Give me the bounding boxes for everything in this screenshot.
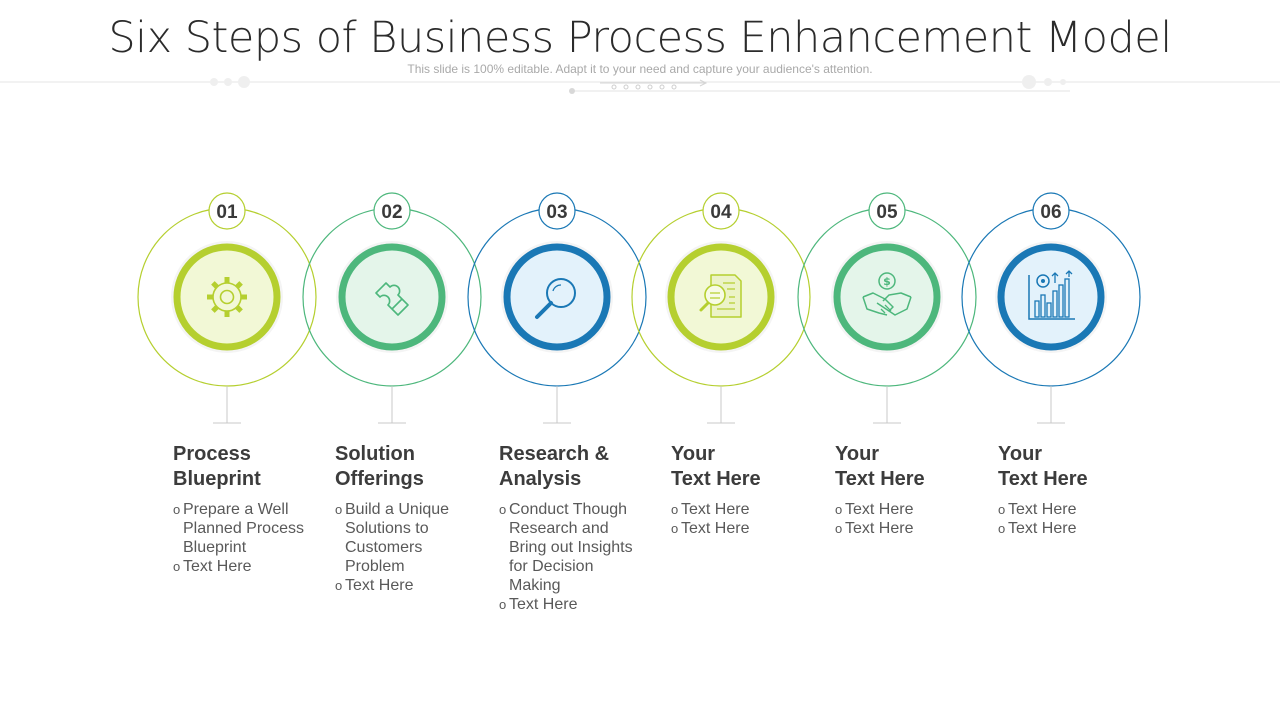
- bullet-item: Text Here: [835, 519, 975, 538]
- step-title-line: Your: [671, 443, 716, 465]
- step-6: 06: [961, 192, 1141, 424]
- gear-icon: [207, 277, 247, 317]
- bullet-item: Text Here: [671, 500, 811, 519]
- bullet-item: Text Here: [173, 557, 313, 576]
- step-title-line: Research &: [499, 443, 610, 465]
- step-title-line: Analysis: [499, 468, 582, 490]
- icon-ring: [503, 243, 611, 351]
- bullet-item: Text Here: [998, 500, 1138, 519]
- step-number: 01: [216, 202, 238, 223]
- step-title-line: Text Here: [671, 468, 761, 490]
- svg-text:$: $: [883, 275, 891, 288]
- step-3: 03: [467, 192, 647, 424]
- bullet-item: Text Here: [499, 595, 639, 614]
- steps-diagram: 01 02 03 04 $05 06: [137, 192, 1141, 424]
- bullet-item: Text Here: [835, 500, 975, 519]
- step-bullets: Prepare a Well Planned Process Blueprint…: [173, 500, 313, 576]
- handshake-icon: $: [862, 272, 912, 316]
- bullet-item: Text Here: [671, 519, 811, 538]
- step-bullets: Conduct Though Research and Bring out In…: [499, 500, 639, 614]
- step-1: 01: [137, 192, 317, 424]
- number-badge: [538, 192, 576, 230]
- step-title-line: Offerings: [335, 468, 424, 490]
- puzzle-icon: [375, 282, 409, 316]
- number-badge: [868, 192, 906, 230]
- analytics-chart-icon: [1028, 270, 1075, 320]
- step-title-line: Solution: [335, 443, 415, 465]
- step-number: 04: [710, 202, 732, 223]
- document-search-icon: [699, 274, 742, 318]
- step-number: 06: [1040, 202, 1061, 223]
- bullet-item: Text Here: [998, 519, 1138, 538]
- step-title-line: Blueprint: [173, 468, 261, 490]
- number-badge: [373, 192, 411, 230]
- bullet-item: Build a Unique Solutions to Customers Pr…: [335, 500, 475, 576]
- step-title-line: Text Here: [998, 468, 1088, 490]
- step-title: Research & Analysis: [499, 442, 669, 492]
- step-2: 02: [302, 192, 482, 424]
- step-number: 05: [876, 202, 898, 223]
- icon-ring: [997, 243, 1105, 351]
- step-bullets: Build a Unique Solutions to Customers Pr…: [335, 500, 475, 595]
- slide-title: Six Steps of Business Process Enhancemen…: [108, 13, 1172, 63]
- magnifier-icon: [535, 278, 576, 319]
- step-5: $05: [797, 192, 977, 424]
- bullet-item: Text Here: [335, 576, 475, 595]
- step-title-line: Text Here: [835, 468, 925, 490]
- bullet-item: Prepare a Well Planned Process Blueprint: [173, 500, 313, 557]
- step-title-line: Your: [998, 443, 1043, 465]
- icon-ring: [338, 243, 446, 351]
- number-badge: [1032, 192, 1070, 230]
- step-bullets: Text HereText Here: [835, 500, 975, 538]
- number-badge: [208, 192, 246, 230]
- step-title-line: Your: [835, 443, 880, 465]
- step-number: 02: [381, 202, 402, 223]
- step-4: 04: [631, 192, 811, 424]
- step-title-line: Process: [173, 443, 251, 465]
- step-bullets: Text HereText Here: [671, 500, 811, 538]
- slide-subtitle: This slide is 100% editable. Adapt it to…: [407, 62, 873, 76]
- bullet-item: Conduct Though Research and Bring out In…: [499, 500, 639, 595]
- number-badge: [702, 192, 740, 230]
- step-number: 03: [546, 202, 567, 223]
- step-bullets: Text HereText Here: [998, 500, 1138, 538]
- header-decoration: [0, 75, 1280, 94]
